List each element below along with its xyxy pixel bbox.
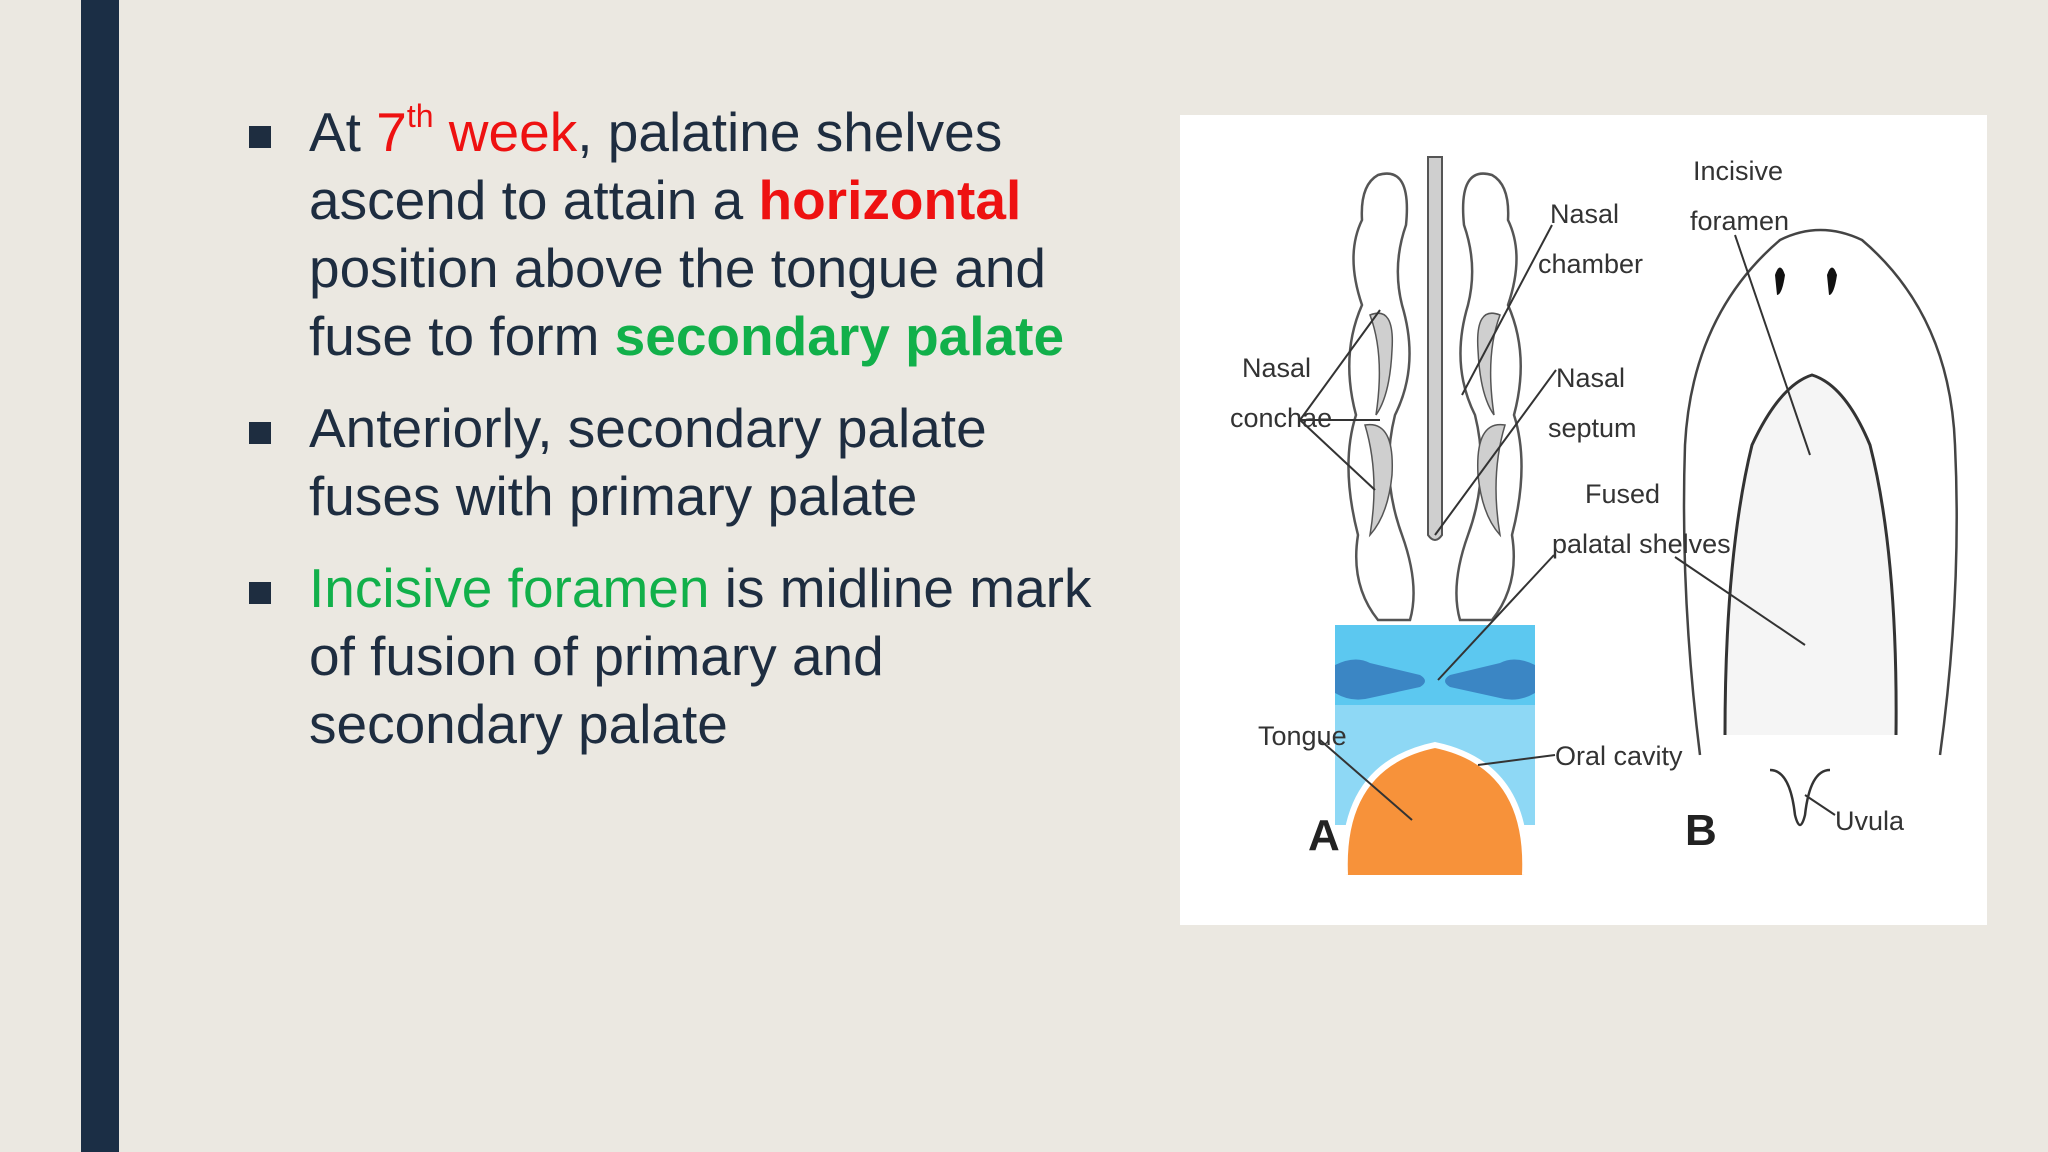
panel-a-leader-lines [1299,224,1557,821]
palate-diagram-figure: Nasal chamber Nasal conchae Nasal septum… [1180,115,1987,925]
label-fused-2: palatal shelves [1552,529,1731,559]
nasal-septum-shape [1427,156,1443,541]
bullet-list: At 7th week, palatine shelves ascend to … [245,98,1105,782]
label-panel-a: A [1308,811,1340,860]
bullet-1-text-b: , palatine shelves ascend to attain a [309,101,1003,231]
bullet-1-horizontal: horizontal [758,169,1022,231]
bullet-1-text-a: At [309,101,377,163]
label-nasal: Nasal [1550,199,1619,229]
left-incisive-mark [1775,267,1785,295]
secondary-palate-shape [1723,373,1898,736]
right-nasal-wall [1455,172,1523,622]
label-nasal-conchae-1: Nasal [1242,353,1311,383]
bullet-square-icon [249,422,271,444]
bullet-item-1: At 7th week, palatine shelves ascend to … [245,98,1105,370]
label-chamber: chamber [1538,249,1643,279]
left-palatal-shelf [1335,659,1425,700]
bullet-1-week-word: week [433,101,578,163]
bullet-item-2: Anteriorly, secondary palate fuses with … [245,394,1105,530]
bullet-1-week-number: 7 [376,101,407,163]
right-upper-concha [1476,312,1501,416]
side-accent-bar [81,0,119,1152]
label-incisive-1: Incisive [1693,156,1783,186]
tongue-outline [1341,741,1529,876]
panel-b-leader-lines [1674,234,1836,816]
bullet-1-text-c: position above the tongue and fuse to fo… [309,237,1046,367]
label-uvula: Uvula [1835,806,1905,836]
bullet-3-incisive-foramen: Incisive foramen [309,557,710,619]
bullet-square-icon [249,582,271,604]
label-panel-b: B [1685,806,1717,855]
bullet-3-text: is midline mark of fusion of primary and… [309,557,1092,755]
bullet-1-secondary-palate: secondary palate [614,305,1065,367]
right-incisive-mark [1827,267,1837,295]
left-nasal-wall [1347,172,1415,622]
label-nasal-septum-2: septum [1548,413,1637,443]
figure-labels: Nasal chamber Nasal conchae Nasal septum… [1230,156,1905,860]
label-fused-1: Fused [1585,479,1660,509]
bullet-1-ordinal-suffix: th [406,98,434,134]
bullet-2-text: Anteriorly, secondary palate fuses with … [309,397,987,527]
label-tongue: Tongue [1258,721,1347,751]
palate-diagram: Nasal chamber Nasal conchae Nasal septum… [1230,156,1958,876]
label-incisive-2: foramen [1690,206,1789,236]
right-palatal-shelf [1445,659,1535,700]
label-nasal-septum-1: Nasal [1556,363,1625,393]
label-nasal-conchae-2: conchae [1230,403,1332,433]
bullet-square-icon [249,126,271,148]
label-oral-cavity: Oral cavity [1555,741,1683,771]
bullet-item-3: Incisive foramen is midline mark of fusi… [245,554,1105,758]
left-upper-concha [1369,312,1394,416]
uvula-shape [1769,768,1831,827]
tongue-shape [1344,745,1526,875]
palate-outer-arch [1682,228,1958,756]
left-lower-concha [1364,423,1394,538]
right-lower-concha [1476,423,1506,538]
